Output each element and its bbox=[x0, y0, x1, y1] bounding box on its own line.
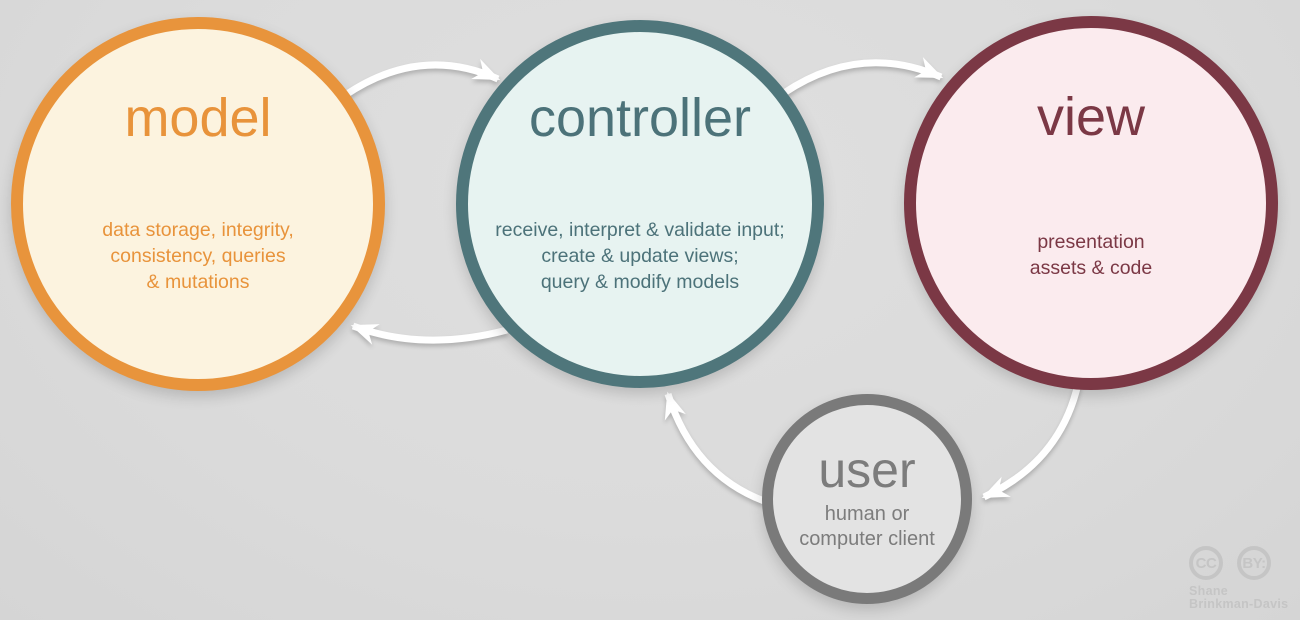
description-line: & mutations bbox=[146, 271, 250, 293]
arrow-view-to-user bbox=[981, 383, 1082, 501]
cc-icon: CC bbox=[1189, 546, 1223, 580]
model-title: model bbox=[124, 88, 272, 148]
controller-description: receive, interpret & validate input; cre… bbox=[468, 217, 812, 295]
arrow-controller-to-model bbox=[350, 322, 508, 345]
cc-badges: CC BY: bbox=[1189, 546, 1288, 580]
controller-title: controller bbox=[528, 88, 752, 148]
description-line: presentation bbox=[1037, 231, 1145, 253]
attribution-author: Shane Brinkman-Davis bbox=[1189, 585, 1288, 610]
attribution-author-line: Shane bbox=[1189, 584, 1229, 598]
model-node: model data storage, integrity, consisten… bbox=[11, 17, 385, 391]
arrow-controller-to-view bbox=[782, 57, 944, 96]
attribution-author-line: Brinkman-Davis bbox=[1189, 596, 1289, 611]
cc-attribution: CC BY: Shane Brinkman-Davis bbox=[1189, 546, 1288, 610]
description-line: query & modify models bbox=[540, 271, 740, 293]
view-title: view bbox=[1036, 87, 1146, 147]
view-node: view presentation assets & code bbox=[904, 16, 1278, 390]
user-title: user bbox=[818, 442, 916, 498]
model-description: data storage, integrity, consistency, qu… bbox=[23, 217, 373, 295]
cc-by-icon: BY: bbox=[1237, 546, 1271, 580]
description-line: consistency, queries bbox=[110, 245, 286, 267]
user-description: human or computer client bbox=[773, 502, 961, 552]
controller-node: controller receive, interpret & validate… bbox=[456, 20, 824, 388]
user-node: user human or computer client bbox=[762, 394, 972, 604]
description-line: assets & code bbox=[1029, 257, 1153, 279]
description-line: human or bbox=[824, 503, 910, 525]
description-line: computer client bbox=[799, 528, 935, 550]
description-line: create & update views; bbox=[541, 245, 739, 267]
description-line: receive, interpret & validate input; bbox=[495, 219, 785, 241]
arrow-model-to-controller bbox=[342, 58, 501, 99]
arrow-user-to-controller bbox=[664, 391, 766, 505]
view-description: presentation assets & code bbox=[916, 229, 1266, 281]
description-line: data storage, integrity, bbox=[102, 219, 294, 241]
